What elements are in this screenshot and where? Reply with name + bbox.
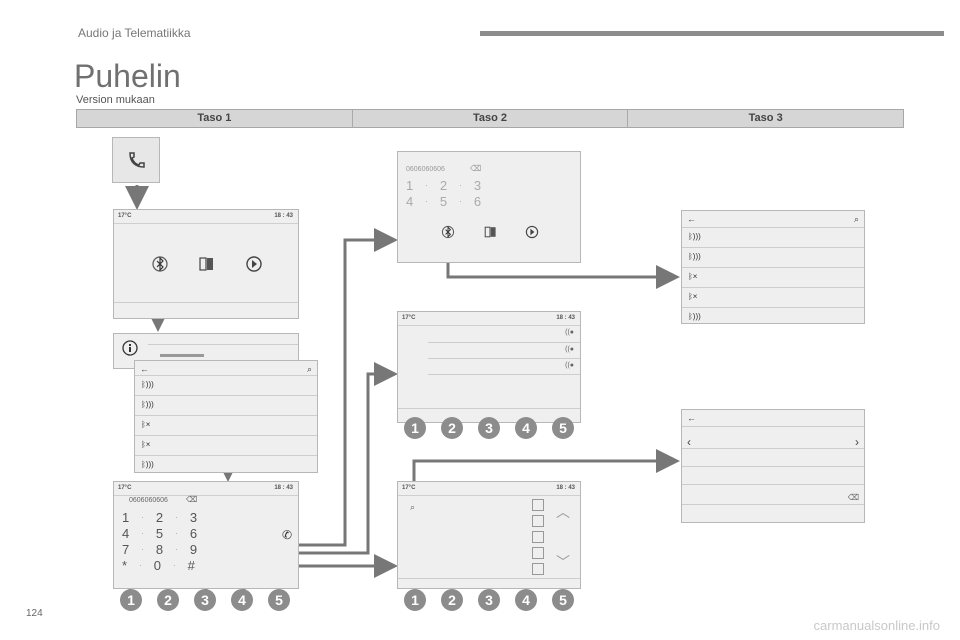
bluetooth-icon[interactable]: ᛒ))) [688,252,701,261]
search-icon[interactable]: ⌕ [853,214,859,224]
previous-icon[interactable]: ‹ [687,435,691,449]
contact-checkbox[interactable] [532,499,544,511]
call-button[interactable]: ✆ [282,528,293,542]
phone-menu-button[interactable] [112,137,160,183]
tab-level-3: Taso 3 [748,112,783,124]
info-icon[interactable] [122,340,138,356]
search-icon[interactable]: ⌕ [410,502,416,512]
keypad-row-2[interactable]: 4· 5· 6 [406,194,482,209]
next-icon[interactable]: › [855,435,859,449]
backspace-icon[interactable]: ⌫ [847,493,859,502]
step-numbers-level2-bottom: 1 2 3 4 5 [404,589,589,611]
bluetooth-icon[interactable] [440,224,456,240]
bluetooth-icon[interactable]: ᛒ))) [688,312,701,321]
level2-dialer-screen: 0606060606 ⌫ 1· 2· 3 4· 5· 6 [397,151,581,263]
dialed-number: 0606060606 [129,497,168,504]
contacts-icon[interactable] [482,224,498,240]
watermark: carmanualsonline.info [813,618,940,633]
level3-device-list-screen: ← ⌕ ᛒ))) ᛒ))) ᛒ× ᛒ× ᛒ))) [681,210,865,324]
scroll-up-icon[interactable]: ︿ [556,504,570,520]
bluetooth-icon[interactable]: ᛒ))) [141,380,154,389]
bluetooth-disconnected-icon[interactable]: ᛒ× [688,292,698,301]
page-number: 124 [26,608,43,619]
clock: 18 : 43 [274,213,293,219]
bluetooth-icon[interactable]: ᛒ))) [688,232,701,241]
level-tabs: Taso 1 Taso 2 Taso 3 [76,109,904,128]
call-status-icon[interactable]: ((● [565,329,574,336]
bluetooth-disconnected-icon[interactable]: ᛒ× [141,440,151,449]
bluetooth-disconnected-icon[interactable]: ᛒ× [141,420,151,429]
bluetooth-disconnected-icon[interactable]: ᛒ× [688,272,698,281]
section-header: Audio ja Telematiikka [78,26,191,40]
call-status-icon[interactable]: ((● [565,346,574,353]
step-numbers-level2-top: 1 2 3 4 5 [404,417,589,439]
search-icon[interactable]: ⌕ [306,364,312,374]
backspace-icon[interactable]: ⌫ [470,164,482,173]
temperature: 17°C [118,213,132,219]
contact-checkbox[interactable] [532,515,544,527]
keypad-row-1[interactable]: 1· 2· 3 [122,510,198,525]
dialpad-screen: 17°C 18 : 43 0606060606 ⌫ 1· 2· 3 4· 5· … [113,481,299,589]
keypad-row-1[interactable]: 1· 2· 3 [406,178,482,193]
step-numbers-level1: 1 2 3 4 5 [120,589,305,611]
scroll-down-icon[interactable]: ﹀ [556,554,570,570]
keypad-row-3[interactable]: 7· 8· 9 [122,542,198,557]
back-arrow-icon[interactable]: ← [687,413,696,423]
call-log-icon[interactable] [244,254,264,274]
bluetooth-icon[interactable]: ᛒ))) [141,460,154,469]
phone-handset-icon [125,150,147,172]
contact-checkbox[interactable] [532,563,544,575]
page-subtitle: Version mukaan [76,94,155,106]
call-log-icon[interactable] [524,224,540,240]
keypad-row-4[interactable]: *· 0· # [122,558,195,573]
level2-call-list-screen: 17°C 18 : 43 ((● ((● ((● [397,311,581,423]
tab-level-2: Taso 2 [353,110,629,127]
contacts-icon[interactable] [196,254,216,274]
back-arrow-icon[interactable]: ← [687,214,696,224]
phone-main-screen: 17°C 18 : 43 [113,209,299,319]
call-status-icon[interactable]: ((● [565,362,574,369]
status-bar: 17°C 18 : 43 [114,482,298,496]
contact-checkbox[interactable] [532,531,544,543]
status-bar: 17°C 18 : 43 [114,210,298,224]
level2-contacts-screen: 17°C 18 : 43 ⌕ ︿ ﹀ [397,481,581,589]
level3-settings-screen: ← ‹ › ⌫ [681,409,865,523]
keypad-row-2[interactable]: 4· 5· 6 [122,526,198,541]
backspace-icon[interactable]: ⌫ [186,495,198,504]
contact-checkbox[interactable] [532,547,544,559]
header-bar [480,31,944,36]
back-arrow-icon[interactable]: ← [140,364,149,374]
device-list-screen: ← ⌕ ᛒ))) ᛒ))) ᛒ× ᛒ× ᛒ))) [134,360,318,473]
page-title: Puhelin [74,58,181,94]
bluetooth-icon[interactable]: ᛒ))) [141,400,154,409]
tab-level-1: Taso 1 [77,110,353,127]
bluetooth-icon[interactable] [150,254,170,274]
